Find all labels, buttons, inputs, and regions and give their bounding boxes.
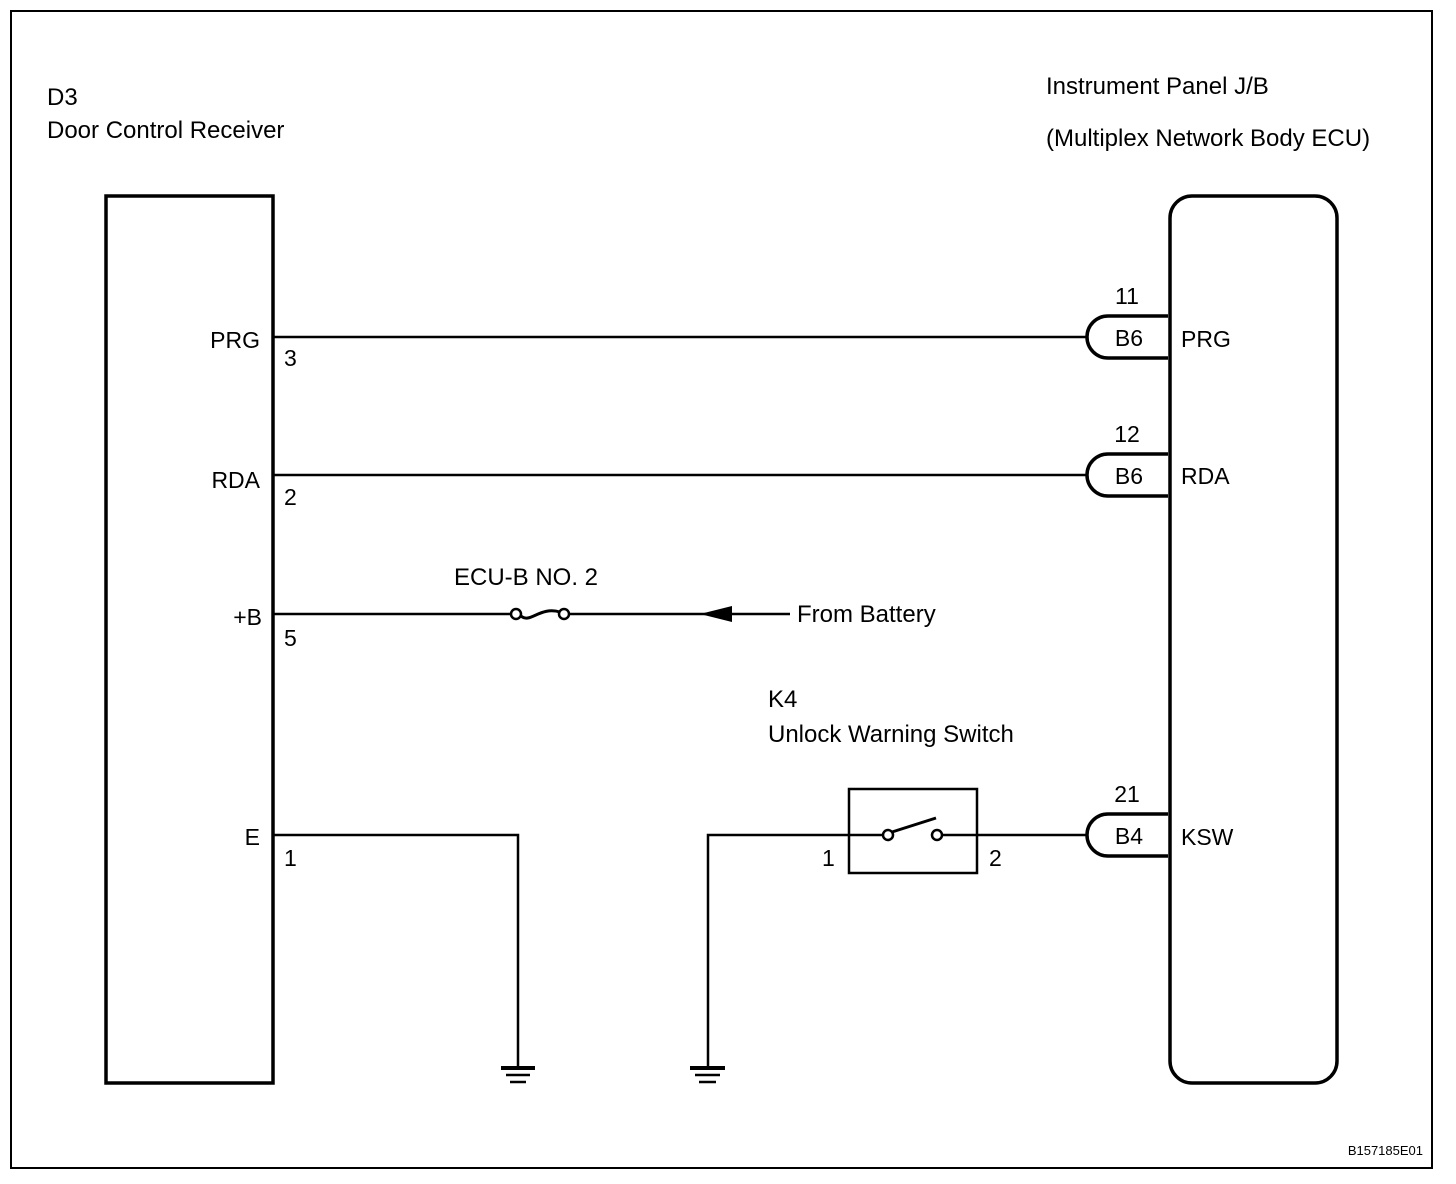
left-signal-e: E — [245, 824, 260, 850]
connector-label: B6 — [1115, 463, 1143, 489]
arrow-left-icon — [700, 606, 732, 622]
fuse-label: ECU-B NO. 2 — [454, 564, 598, 591]
right-signal-prg: PRG — [1181, 326, 1231, 352]
switch-open-icon — [881, 816, 944, 842]
connector-b4-ksw: B4 — [1085, 812, 1168, 858]
switch-name: Unlock Warning Switch — [768, 721, 1014, 748]
ground-icon — [501, 1066, 535, 1084]
connector-label: B4 — [1115, 823, 1143, 849]
right-signal-ksw: KSW — [1181, 824, 1234, 850]
ground-icon — [690, 1066, 725, 1084]
left-component-name: Door Control Receiver — [47, 117, 284, 144]
right-pin-11: 11 — [1115, 283, 1139, 309]
left-pin-5: 5 — [284, 625, 297, 651]
switch-code: K4 — [768, 686, 797, 713]
diagram-frame — [10, 10, 1433, 1169]
connector-label: B6 — [1115, 325, 1143, 351]
left-pin-1: 1 — [284, 845, 297, 871]
switch-pin-1: 1 — [822, 845, 835, 871]
left-signal-rda: RDA — [211, 467, 260, 493]
left-pin-2: 2 — [284, 484, 297, 510]
body-ecu-box — [1168, 194, 1339, 1085]
wire-e-ground — [273, 833, 520, 1066]
left-signal-plus-b: +B — [233, 604, 262, 630]
wire-switch-ground — [706, 833, 883, 1066]
right-signal-rda: RDA — [1181, 463, 1230, 489]
figure-id: B157185E01 — [1348, 1143, 1423, 1158]
right-component-name-line1: Instrument Panel J/B — [1046, 73, 1269, 100]
connector-b6-prg: B6 — [1085, 314, 1168, 360]
right-component-name-line2: (Multiplex Network Body ECU) — [1046, 125, 1370, 152]
battery-source-label: From Battery — [797, 601, 936, 628]
right-pin-21: 21 — [1114, 781, 1140, 807]
right-pin-12: 12 — [1114, 421, 1140, 447]
left-signal-prg: PRG — [210, 327, 260, 353]
fuse-icon — [509, 607, 571, 621]
door-control-receiver-box — [104, 194, 275, 1085]
left-component-code: D3 — [47, 84, 78, 111]
connector-b6-rda: B6 — [1085, 452, 1168, 498]
switch-pin-2: 2 — [989, 845, 1002, 871]
left-pin-3: 3 — [284, 345, 297, 371]
switch-housing — [847, 787, 979, 875]
